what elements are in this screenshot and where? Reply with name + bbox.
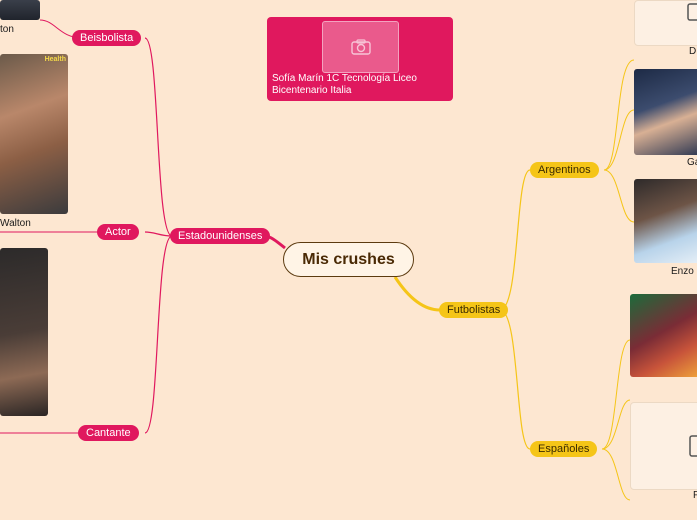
photo-argentino-1[interactable] — [634, 69, 697, 155]
photo-placeholder-top[interactable] — [634, 0, 697, 46]
caption-bottom-right: F — [693, 490, 697, 501]
link-arg-2 — [603, 169, 635, 223]
link-arg-top — [603, 59, 635, 171]
node-argentinos[interactable]: Argentinos — [530, 162, 599, 178]
photo-argentino-2[interactable] — [634, 179, 697, 263]
link-esp-3 — [601, 448, 631, 501]
link-fut-espanoles — [499, 309, 531, 450]
camera-icon — [350, 39, 371, 55]
node-actor[interactable]: Actor — [97, 224, 139, 240]
node-beisbolista[interactable]: Beisbolista — [72, 30, 142, 46]
caption-beisbolista: ton — [0, 24, 14, 35]
node-cantante[interactable]: Cantante — [78, 425, 139, 441]
link-est-actor — [144, 231, 173, 237]
link-esp-1 — [601, 339, 631, 450]
caption-top-right: D — [689, 46, 697, 57]
photo-beisbolista[interactable] — [0, 0, 40, 20]
node-espanoles[interactable]: Españoles — [530, 441, 598, 457]
link-est-beisbolista — [144, 37, 173, 237]
note-card[interactable]: Sofía Marín 1C Tecnología Liceo Bicenten… — [267, 17, 453, 101]
node-estadounidenses[interactable]: Estadounidenses — [170, 228, 271, 244]
link-root-futbolistas — [393, 276, 441, 312]
note-text: Sofía Marín 1C Tecnología Liceo Bicenten… — [272, 73, 417, 96]
link-esp-2 — [601, 399, 631, 450]
image-placeholder-icon — [689, 435, 697, 457]
photo-espanol-1[interactable] — [630, 294, 697, 377]
photo-badge: Health — [44, 56, 66, 63]
photo-actor[interactable]: Health — [0, 54, 68, 214]
root-node[interactable]: Mis crushes — [283, 242, 414, 277]
link-arg-1 — [603, 109, 635, 171]
note-photo-placeholder[interactable] — [322, 21, 399, 73]
link-est-cantante — [144, 235, 173, 434]
caption-actor: Walton — [0, 218, 31, 229]
caption-argentino-1: Ga — [687, 157, 697, 168]
caption-argentino-2: Enzo — [671, 266, 694, 277]
link-fut-argentinos — [499, 169, 531, 311]
node-futbolistas[interactable]: Futbolistas — [439, 302, 509, 318]
photo-cantante[interactable] — [0, 248, 48, 416]
photo-placeholder-bottom[interactable] — [630, 402, 697, 490]
image-placeholder-icon — [687, 3, 697, 21]
